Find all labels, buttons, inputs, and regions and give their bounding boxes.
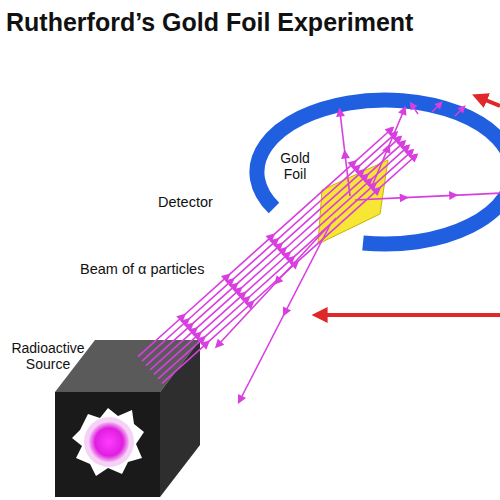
pointer-arrow (478, 97, 500, 106)
alpha-path (372, 110, 404, 186)
alpha-path (150, 210, 329, 370)
alpha-path (146, 205, 325, 365)
alpha-path (337, 152, 411, 219)
pointer-arrow (318, 313, 500, 317)
hit-dot (409, 150, 413, 154)
hit-dot (401, 141, 405, 145)
hit-dot (405, 145, 409, 149)
source-label: Radioactive Source (2, 340, 94, 372)
detector-label: Detector (158, 194, 248, 211)
alpha-beam-lines (138, 104, 500, 400)
alpha-path (333, 147, 407, 214)
hit-dot (413, 154, 417, 158)
scatter-fleck (412, 105, 418, 114)
diagram-title: Rutherford’s Gold Foil Experiment (6, 8, 413, 37)
alpha-path (162, 223, 341, 383)
scatter-fleck (432, 104, 440, 112)
alpha-path (340, 112, 350, 196)
alpha-path (154, 214, 333, 374)
alpha-path (240, 225, 330, 400)
alpha-path (158, 219, 337, 379)
alpha-path (355, 193, 500, 200)
foil-label: Gold Foil (272, 150, 318, 182)
source-cube (55, 340, 200, 497)
alpha-path (142, 201, 321, 361)
alpha-path (218, 218, 336, 345)
alpha-path (341, 156, 415, 223)
hit-dot (397, 136, 401, 140)
hit-dot (389, 127, 393, 131)
scatter-fleck (455, 108, 463, 116)
detector-ring (257, 100, 500, 244)
beam-label: Beam of α particles (80, 261, 230, 278)
